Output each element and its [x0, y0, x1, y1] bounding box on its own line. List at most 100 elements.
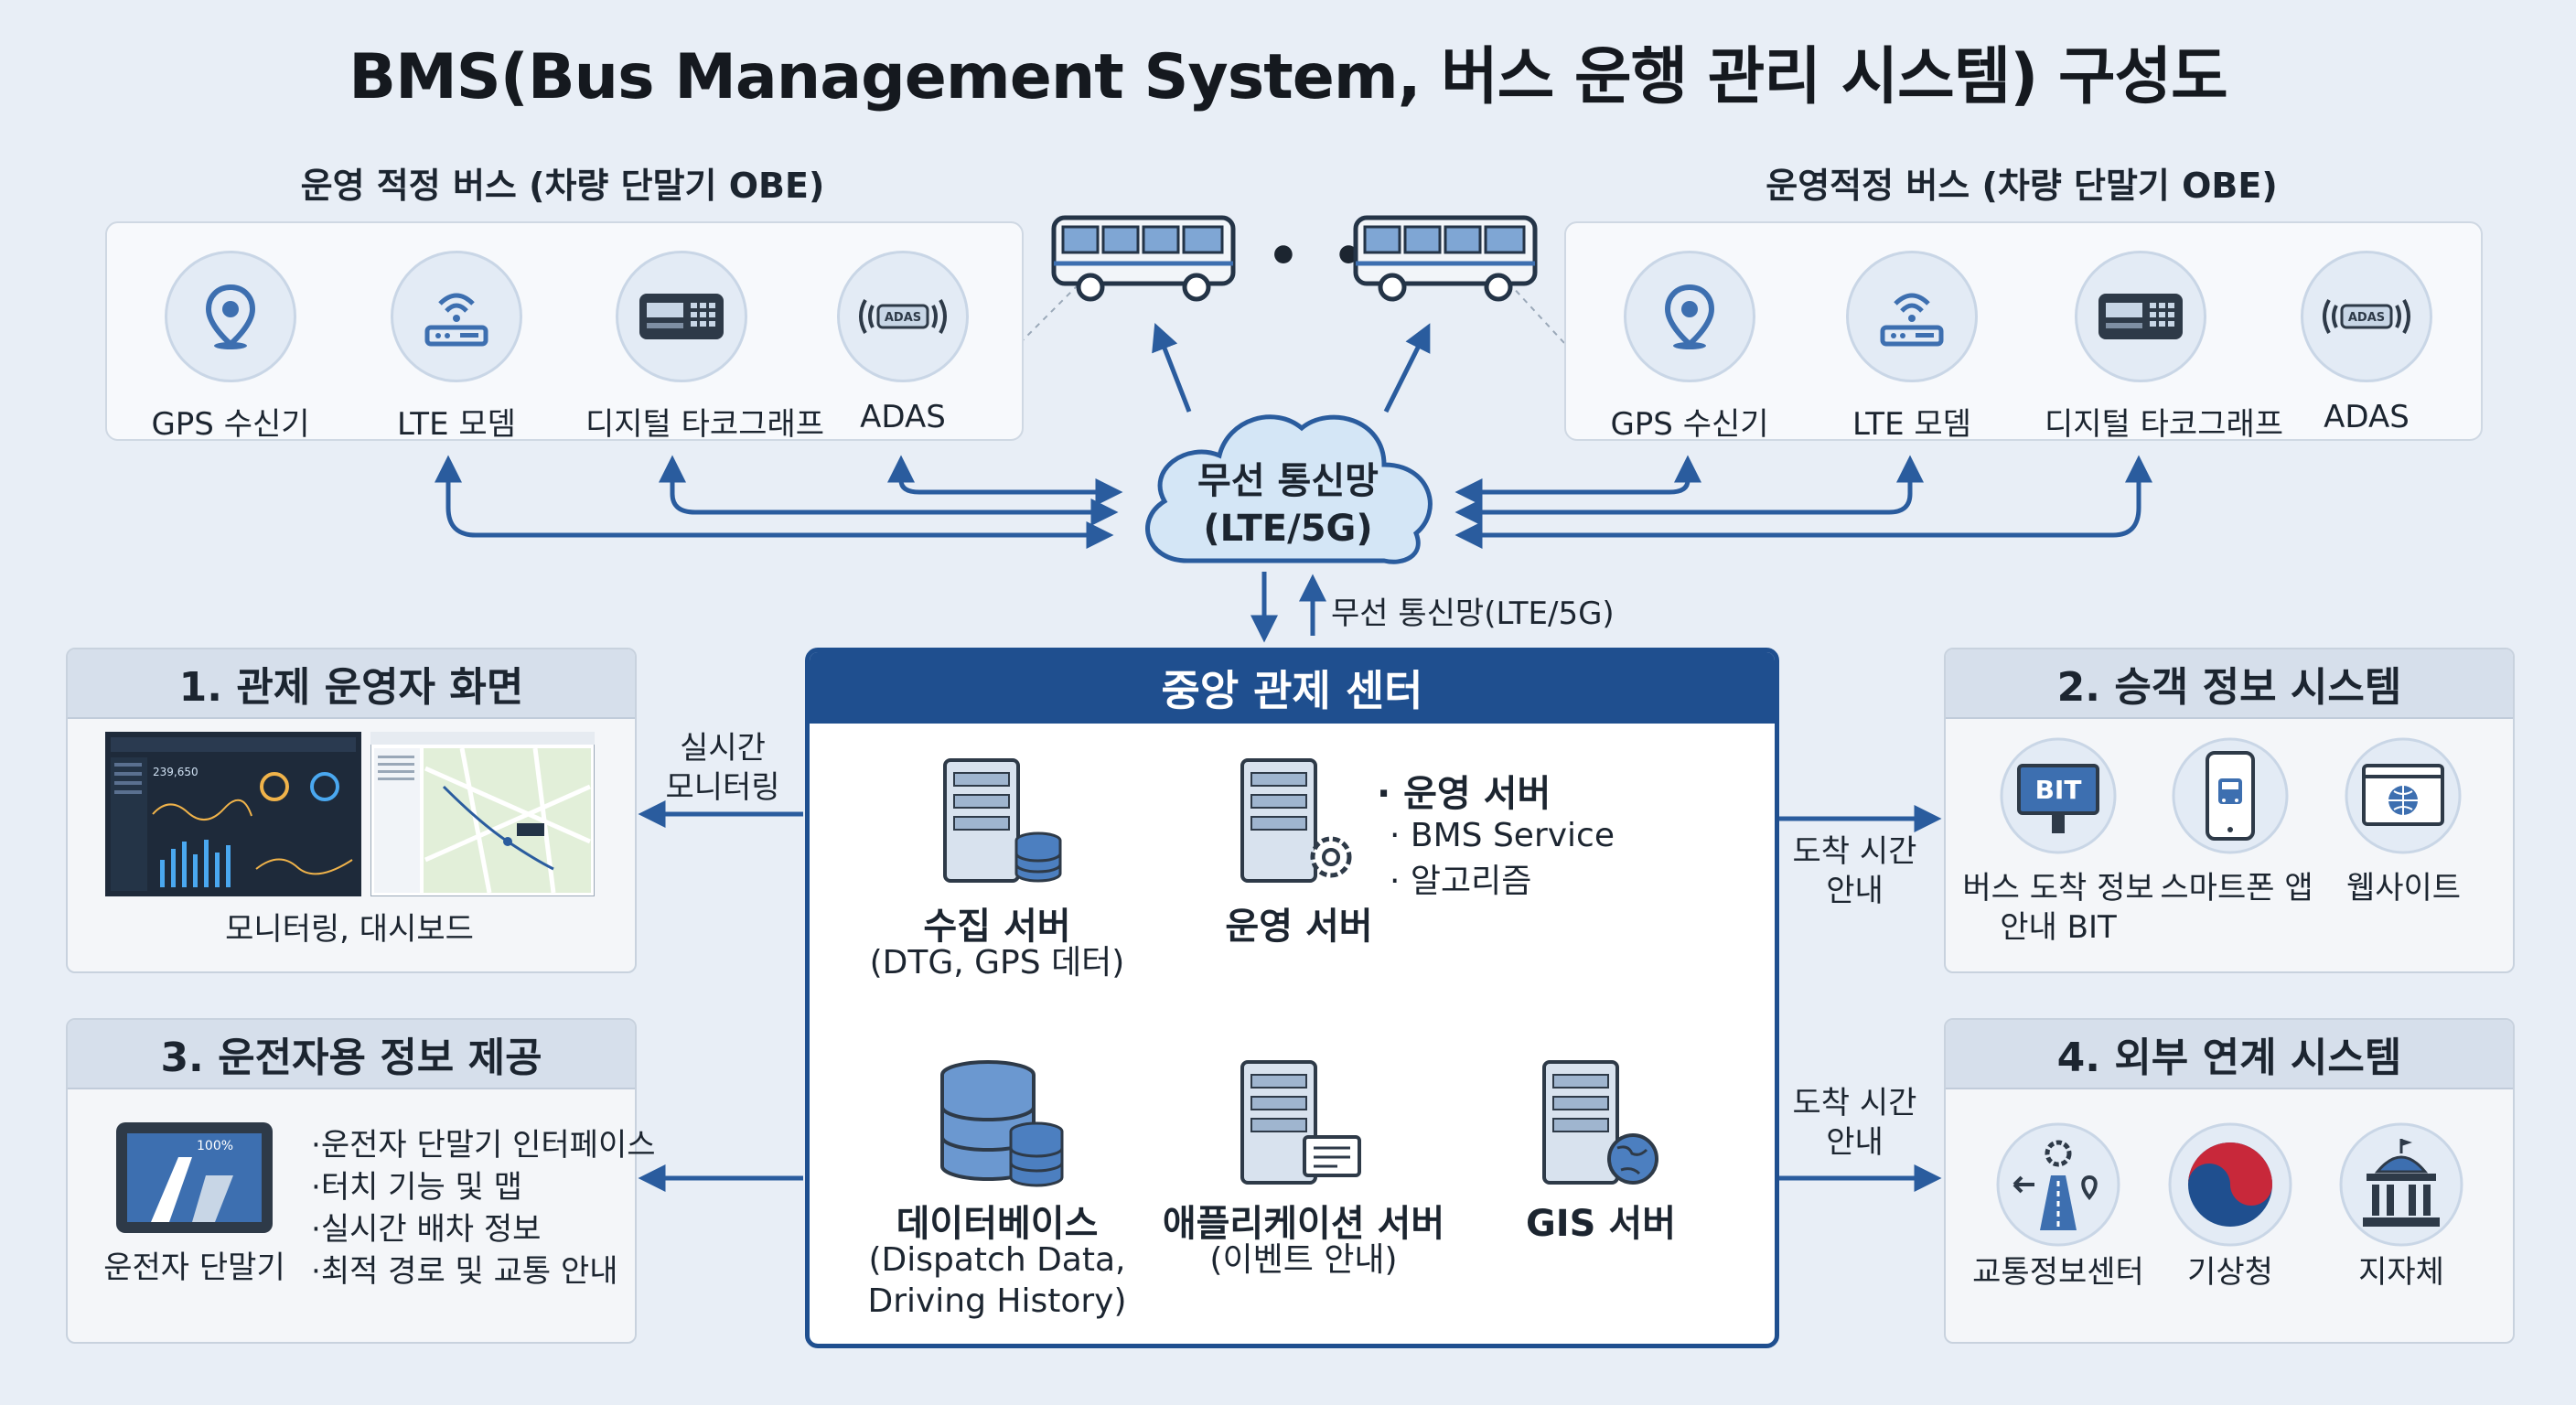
device-label: 디지털 타코그래프 — [2045, 406, 2284, 443]
arrival-label-top: 도착 시간 안내 — [1775, 832, 1935, 910]
cloud-label-line2: (LTE/5G) — [1203, 508, 1373, 550]
database-title: 데이터베이스 — [896, 1203, 1099, 1245]
device-label: LTE 모뎀 — [1852, 406, 1971, 443]
traffic-center-icon — [1994, 1121, 2122, 1252]
collect-server-title: 수집 서버 — [923, 906, 1071, 948]
bit-text: BIT — [2035, 775, 2082, 805]
database-sub: (Dispatch Data, Driving History) — [832, 1239, 1162, 1322]
map-pin-icon — [165, 251, 296, 382]
ops-note-title-text: 운영 서버 — [1403, 773, 1551, 815]
dashboard-value: 239,650 — [153, 766, 199, 778]
ops-server-notes: · 운영 서버 · BMS Service · 알고리즘 — [1377, 764, 1615, 902]
ops-note-item: · BMS Service — [1390, 817, 1615, 854]
driver-bullet: 터치 기능 및 맵 — [311, 1167, 656, 1209]
passenger-item-app: 스마트폰 앱 — [2160, 870, 2313, 906]
bus-icon-left — [1050, 212, 1242, 307]
ops-server-title: 운영 서버 — [1225, 906, 1373, 948]
right-bus-group-label: 운영적정 버스 (차량 단말기 OBE) — [1766, 166, 2278, 206]
monitoring-label-line2: 모니터링 — [665, 768, 780, 806]
device-label: ADAS — [2324, 399, 2410, 435]
adas-icon: ADAS — [2301, 251, 2432, 382]
right-device-adas: ADAS ADAS — [2270, 251, 2463, 435]
smartphone-bus-icon — [2171, 736, 2290, 859]
router-icon — [391, 251, 522, 382]
passenger-item-line1: 버스 도착 정보 — [1962, 870, 2154, 906]
database-icon — [938, 1056, 1070, 1197]
database-sub-line1: (Dispatch Data, — [868, 1241, 1126, 1279]
control-center-title: 중앙 관제 센터 — [810, 652, 1775, 724]
panel4-title: 4. 외부 연계 시스템 — [1946, 1020, 2513, 1089]
weather-agency-icon — [2166, 1121, 2294, 1252]
cloud-link-label: 무선 통신망(LTE/5G) — [1331, 595, 1615, 632]
collect-server-icon — [938, 755, 1066, 896]
monitoring-label-line1: 실시간 — [680, 730, 766, 767]
right-device-tachograph: 디지털 타코그래프 — [2045, 251, 2284, 444]
device-label: LTE 모뎀 — [397, 406, 516, 443]
driver-bullets: 운전자 단말기 인터페이스 터치 기능 및 맵 실시간 배차 정보 최적 경로 … — [311, 1125, 656, 1293]
left-device-adas: ADAS ADAS — [807, 251, 999, 435]
gis-server-title: GIS 서버 — [1525, 1203, 1677, 1245]
arrival-label-line1: 도착 시간 — [1792, 833, 1917, 870]
arrival-label-bottom: 도착 시간 안내 — [1775, 1084, 1935, 1162]
dashboard-screen: 239,650 — [105, 732, 361, 900]
arrival-label-line2: 안내 — [1826, 872, 1884, 909]
panel1-title: 1. 관제 운영자 화면 — [68, 649, 635, 719]
cloud-label: 무선 통신망 (LTE/5G) — [1123, 457, 1453, 552]
page-title: BMS(Bus Management System, 버스 운행 관리 시스템)… — [349, 41, 2227, 113]
app-server-icon — [1235, 1056, 1368, 1197]
map-pin-icon — [1624, 251, 1755, 382]
driver-bullet: 운전자 단말기 인터페이스 — [311, 1125, 656, 1167]
ops-note-text: BMS Service — [1410, 817, 1615, 854]
left-device-tachograph: 디지털 타코그래프 — [585, 251, 825, 444]
panel1-caption: 모니터링, 대시보드 — [225, 911, 474, 948]
monitoring-label: 실시간 모니터링 — [654, 729, 791, 807]
left-device-lte: LTE 모뎀 — [360, 251, 553, 444]
app-server-title: 애플리케이션 서버 — [1162, 1203, 1445, 1245]
government-building-icon — [2337, 1121, 2465, 1252]
adas-badge-text: ADAS — [885, 311, 921, 325]
right-device-lte: LTE 모뎀 — [1816, 251, 2008, 444]
terminal-screen-percent: 100% — [197, 1139, 233, 1153]
left-device-gps: GPS 수신기 — [134, 251, 327, 444]
collect-server-sub: (DTG, GPS 데터) — [869, 944, 1125, 981]
ops-server-icon — [1235, 755, 1363, 896]
external-item-traffic: 교통정보센터 — [1972, 1254, 2144, 1291]
adas-badge-text: ADAS — [2348, 311, 2385, 325]
panel2-title: 2. 승객 정보 시스템 — [1946, 649, 2513, 719]
passenger-item-line2: 안내 BIT — [2000, 908, 2117, 946]
gis-server-icon — [1537, 1056, 1669, 1197]
website-globe-icon — [2344, 736, 2463, 859]
device-label: ADAS — [860, 399, 946, 435]
passenger-item-website: 웹사이트 — [2345, 870, 2462, 906]
external-item-government: 지자체 — [2358, 1254, 2444, 1291]
ops-server-note-title: · 운영 서버 — [1377, 773, 1551, 815]
device-label: 디지털 타코그래프 — [585, 406, 825, 443]
left-obe-panel: GPS 수신기 LTE 모뎀 디지털 타코그래프 ADAS ADAS — [105, 221, 1024, 444]
arrival-label-line1: 도착 시간 — [1792, 1085, 1917, 1121]
right-device-gps: GPS 수신기 — [1594, 251, 1786, 444]
arrival-label-line2: 안내 — [1826, 1123, 1884, 1161]
panel3-title: 3. 운전자용 정보 제공 — [68, 1020, 635, 1089]
left-bus-group-label: 운영 적정 버스 (차량 단말기 OBE) — [300, 166, 825, 206]
app-server-sub: (이벤트 안내) — [1209, 1241, 1398, 1279]
external-item-weather: 기상청 — [2187, 1254, 2273, 1291]
device-label: GPS 수신기 — [151, 406, 310, 443]
bit-display-icon: BIT — [1999, 736, 2118, 859]
driver-bullet: 최적 경로 및 교통 안내 — [311, 1251, 656, 1293]
driver-terminal-label: 운전자 단말기 — [103, 1249, 285, 1286]
ops-note-item: · 알고리즘 — [1390, 863, 1532, 900]
driver-bullet: 실시간 배차 정보 — [311, 1209, 656, 1251]
cloud-label-line1: 무선 통신망 — [1197, 460, 1379, 502]
map-screen — [370, 731, 596, 900]
device-label: GPS 수신기 — [1610, 406, 1769, 443]
right-obe-panel: GPS 수신기 LTE 모뎀 디지털 타코그래프 ADAS ADAS — [1564, 221, 2483, 444]
tachograph-icon — [616, 251, 747, 382]
bus-icon-right — [1352, 212, 1544, 307]
ops-note-text: 알고리즘 — [1410, 863, 1532, 900]
router-icon — [1846, 251, 1978, 382]
tachograph-icon — [2075, 251, 2206, 382]
driver-terminal-icon: 100% — [114, 1121, 274, 1239]
cloud-icon — [1123, 391, 1453, 587]
passenger-item-bit: 버스 도착 정보 안내 BIT — [1953, 869, 2163, 947]
database-sub-line2: Driving History) — [867, 1282, 1127, 1320]
